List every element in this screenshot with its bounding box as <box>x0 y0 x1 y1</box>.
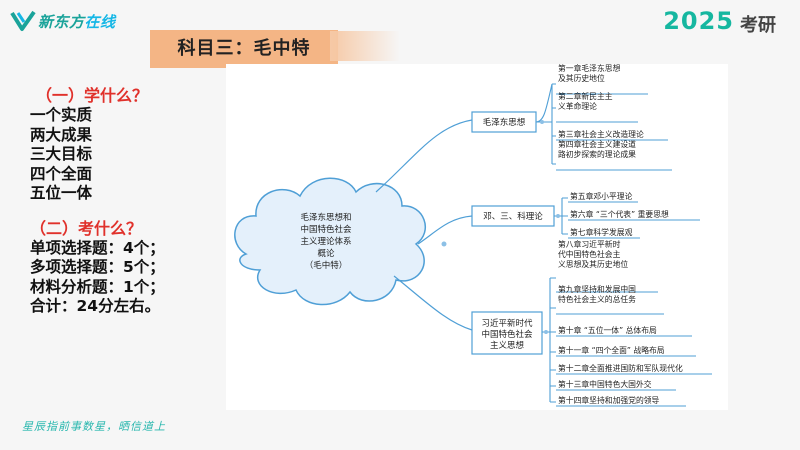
learn-item: 四个全面 <box>30 164 93 183</box>
year-badge: 2025 <box>663 7 734 35</box>
brand-logo: 新东方在线 <box>10 9 116 33</box>
exam-item: 材料分析题：1个； <box>30 277 165 296</box>
exam-item: 合计：24分左右。 <box>30 297 161 315</box>
leaf-chapter-line: 及其历史地位 <box>558 73 605 83</box>
root-to-branch-1 <box>375 119 473 193</box>
exam-item: 多项选择题：5个； <box>30 258 165 276</box>
title-bar-tail <box>330 31 400 61</box>
learn-item: 一个实质 <box>30 106 93 124</box>
left-panel: （一）学什么？ 一个实质 两大成果 三大目标 四个全面 五位一体 （二）考什么？… <box>30 86 220 317</box>
mind-map: 毛泽东思想和中国特色社会主义理论体系概论（毛中特） 毛泽东思想 邓、三、科理论 … <box>226 64 728 410</box>
learn-item: 三大目标 <box>30 145 93 163</box>
leaf-chapter-line: 第十一章 “四个全面” 战略布局 <box>558 345 665 355</box>
logo-mark-icon <box>10 10 36 31</box>
branch-label-1: 毛泽东思想 <box>483 117 526 128</box>
branch-label-line: 习近平新时代 <box>481 318 533 329</box>
root-label-line: 毛泽东思想和 <box>300 212 351 223</box>
root-label-line: 主义理论体系 <box>300 236 351 247</box>
section-what-is-tested-title: （二）考什么？ <box>30 218 143 238</box>
exam-item: 单项选择题：4个； <box>30 238 165 257</box>
leaf-chapter-line: 义思想及其历史地位 <box>558 259 628 269</box>
root-to-branch-2 <box>417 215 473 245</box>
leaf-chapter-line: 第三章社会主义改造理论 <box>558 129 644 139</box>
branch3-connectors <box>542 277 556 403</box>
root-label-line: （毛中特） <box>305 260 348 271</box>
learn-item-list: 一个实质 两大成果 三大目标 四个全面 五位一体 <box>30 106 220 204</box>
brand-name: 新东方在线 <box>38 12 116 31</box>
leaf-chapter-line: 路初步探索的理论成果 <box>558 149 636 159</box>
leaf-chapter-line: 第一章毛泽东思想 <box>558 64 621 73</box>
leaf-chapter-line: 第六章 “三个代表” 重要思想 <box>570 209 669 219</box>
learn-item: 两大成果 <box>30 125 93 144</box>
leaf-chapter-line: 特色社会主义的总任务 <box>558 294 636 304</box>
leaf-chapter-line: 第十三章中国特色大国外交 <box>558 379 652 389</box>
branch-label-line: 邓、三、科理论 <box>483 211 543 222</box>
learn-item: 五位一体 <box>30 184 93 202</box>
collapse-dots <box>441 120 560 334</box>
leaf-labels: 第一章毛泽东思想及其历史地位第二章新民主主义革命理论第三章社会主义改造理论第四章… <box>558 64 683 405</box>
leaf-chapter-line: 第四章社会主义建设道 <box>558 139 636 149</box>
root-label-line: 中国特色社会 <box>300 224 352 235</box>
leaf-chapter-line: 第二章新民主主 <box>558 91 613 101</box>
leaf-chapter-line: 第八章习近平新时 <box>558 239 621 249</box>
branch-box-3 <box>471 311 543 355</box>
leaf-chapter-line: 第十章 “五位一体” 总体布局 <box>558 325 657 335</box>
page-title: 科目三：毛中特 <box>177 38 311 59</box>
leaf-underlines <box>556 93 712 407</box>
root-label-line: 概论 <box>317 248 335 259</box>
root-cloud <box>234 177 427 306</box>
title-bar <box>150 30 338 68</box>
leaf-chapter-line: 第十四章坚持和加强党的领导 <box>558 395 660 405</box>
leaf-chapter-line: 第十二章全面推进国防和军队现代化 <box>558 363 683 373</box>
footer-slogan: 星辰指前事数星，晒信道上 <box>22 420 166 433</box>
leaf-chapter-line: 代中国特色社会主 <box>558 249 621 259</box>
branch-label-line: 主义思想 <box>490 340 525 351</box>
branch-label-2: 邓、三、科理论 <box>483 211 543 222</box>
leaf-chapter-line: 第五章邓小平理论 <box>570 191 633 201</box>
leaf-chapter-line: 义革命理论 <box>558 101 597 111</box>
leaf-chapter-line: 第九章坚持和发展中国 <box>558 284 636 294</box>
section-what-to-learn-title: （一）学什么？ <box>36 86 149 105</box>
branch-label-line: 中国特色社会 <box>481 329 533 340</box>
root-to-branch-3 <box>393 275 473 331</box>
exam-label: 考研 <box>740 15 776 36</box>
branch1-connectors <box>535 83 556 165</box>
exam-item-list: 单项选择题：4个； 多项选择题：5个； 材料分析题：1个； 合计：24分左右。 <box>30 239 220 317</box>
leaf-chapter-line: 第七章科学发展观 <box>570 227 633 237</box>
branch-label-line: 毛泽东思想 <box>483 117 526 128</box>
